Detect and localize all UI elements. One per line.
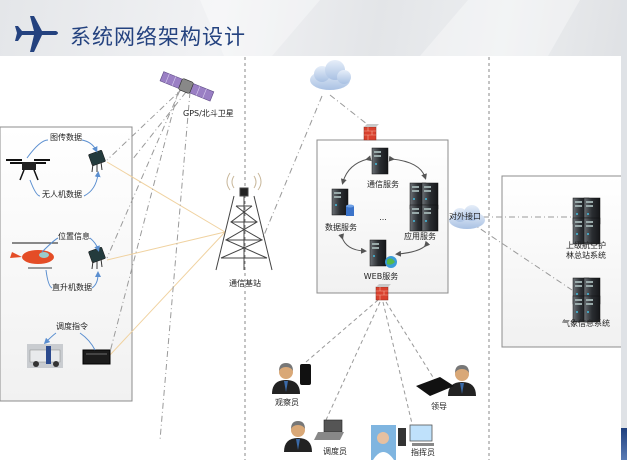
- header-bar: 系统网络架构设计: [0, 0, 627, 56]
- ellipsis-label: ...: [379, 213, 387, 222]
- dispatcher-person-icon: [284, 421, 312, 452]
- weather-system-server-icon: [572, 277, 601, 323]
- superior-system-label-line2: 林总站系统: [566, 251, 606, 260]
- superior-system-label-line1: 上级航空护: [566, 241, 606, 250]
- position-info-label: 位置信息: [58, 232, 90, 241]
- firewall-icon-top: [363, 123, 380, 141]
- commander-label: 指挥员: [411, 448, 435, 457]
- base-station-label: 通信基站: [229, 279, 261, 288]
- database-icon: [346, 204, 354, 216]
- external-interface-label: 对外接口: [449, 212, 481, 221]
- superior-system-server-icon: [572, 197, 601, 245]
- drone-icon: [6, 159, 50, 181]
- data-server-icon: [331, 188, 349, 216]
- app-server-cluster-icon: [409, 182, 439, 232]
- commander-photo-icon: [371, 425, 396, 460]
- dispatch-command-label: 调度指令: [56, 322, 88, 331]
- tablet-icon: [416, 377, 454, 396]
- helicopter-data-label: 直升机数据: [52, 283, 92, 292]
- vehicle-icon: [27, 344, 63, 368]
- comm-service-label: 通信服务: [367, 180, 399, 189]
- desktop-computer-icon: [398, 424, 434, 446]
- slide-edge-strip: [621, 0, 627, 460]
- leader-label: 领导: [431, 402, 447, 411]
- globe-icon: [385, 256, 397, 268]
- web-server-icon: [369, 239, 387, 267]
- satellite-label: GPS/北斗卫星: [183, 109, 234, 118]
- uav-data-label: 无人机数据: [42, 190, 82, 199]
- leader-person-icon: [448, 365, 476, 396]
- data-flow-arrows: [26, 139, 101, 351]
- app-service-label: 应用服务: [404, 232, 436, 241]
- web-service-label: WEB服务: [363, 272, 399, 281]
- radio-box-icon: [82, 349, 111, 365]
- data-service-label: 数据服务: [325, 223, 357, 232]
- cell-tower-icon: [215, 172, 273, 271]
- laptop-icon: [314, 419, 344, 440]
- external-systems-panel: [501, 175, 623, 348]
- wireless-links: [106, 161, 226, 356]
- weather-system-label: 气象信息系统: [562, 319, 610, 328]
- helicopter-icon: [10, 242, 58, 269]
- slide-edge-accent: [621, 428, 627, 460]
- dispatcher-label: 调度员: [323, 447, 347, 456]
- observer-label: 观察员: [275, 398, 299, 407]
- smartphone-icon: [300, 364, 311, 385]
- user-links: [305, 299, 437, 433]
- external-interface-cloud-icon: [449, 205, 485, 229]
- satellite-icon: [159, 71, 215, 102]
- uav-image-data-label: 图传数据: [50, 133, 82, 142]
- observer-person-icon: [272, 363, 300, 394]
- page-title: 系统网络架构设计: [70, 25, 246, 49]
- satellite-links: [106, 87, 573, 441]
- field-devices-panel: [0, 126, 133, 402]
- airplane-icon: [15, 16, 58, 52]
- comm-server-icon: [371, 147, 389, 175]
- service-arrows: [338, 155, 431, 257]
- cloud-icon: [310, 60, 351, 90]
